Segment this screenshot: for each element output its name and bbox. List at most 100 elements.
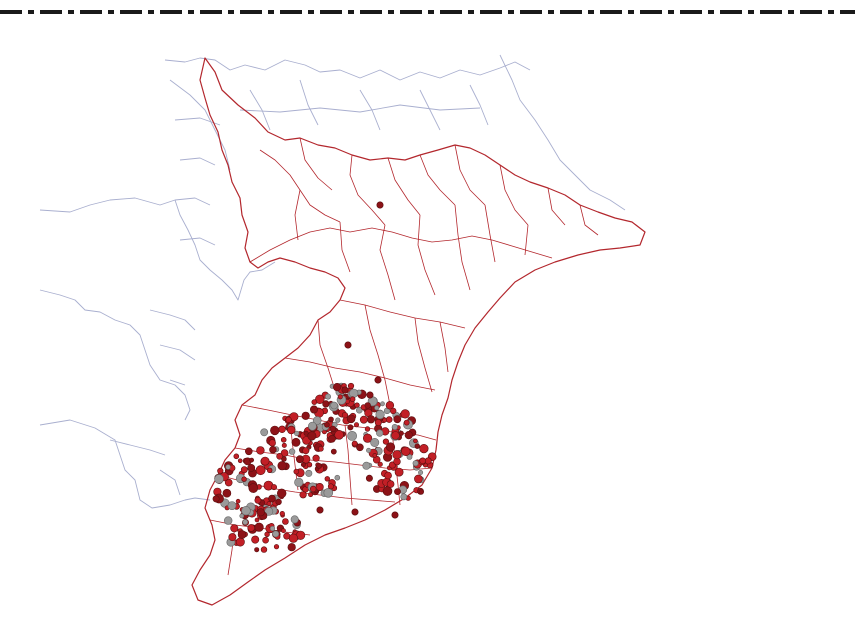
- observation-point: [273, 544, 280, 550]
- observation-point: [316, 506, 324, 514]
- observation-point: [392, 450, 402, 460]
- observation-point: [324, 421, 330, 428]
- observation-point: [403, 419, 410, 426]
- observation-point: [334, 474, 341, 481]
- observation-point: [306, 462, 313, 468]
- observation-point: [224, 478, 233, 487]
- observation-point: [233, 453, 240, 460]
- neighbor-coastline-bay: [39, 289, 191, 421]
- observation-point: [341, 412, 349, 419]
- observation-point: [391, 423, 398, 430]
- neighbor-boundaries: [39, 54, 626, 509]
- observation-point: [287, 543, 296, 552]
- observation-point: [299, 491, 307, 499]
- observation-point: [390, 407, 397, 415]
- observation-point: [294, 477, 304, 488]
- observation-point: [400, 409, 410, 419]
- observation-point: [347, 382, 355, 390]
- observation-point: [370, 437, 380, 447]
- observation-point: [385, 442, 396, 452]
- observation-point: [330, 401, 338, 410]
- observation-point: [240, 466, 248, 474]
- observation-point: [380, 401, 385, 407]
- observation-point: [235, 498, 241, 504]
- observation-point: [235, 537, 245, 547]
- observation-point: [382, 438, 390, 445]
- observation-point: [249, 457, 254, 463]
- observation-point: [272, 530, 280, 538]
- observation-point: [327, 483, 334, 490]
- neighbor-north-inner-2: [174, 104, 481, 246]
- observation-point: [281, 528, 286, 534]
- observation-point: [385, 416, 393, 423]
- observation-point: [262, 536, 269, 544]
- observation-point: [398, 430, 404, 436]
- observation-point: [309, 405, 318, 414]
- observation-point: [228, 533, 237, 542]
- observation-point: [364, 426, 371, 432]
- observation-point: [268, 439, 276, 447]
- observation-point: [312, 416, 322, 425]
- observation-point: [351, 440, 358, 447]
- observation-points: [212, 201, 437, 553]
- neighbor-west-inner: [109, 309, 196, 496]
- observation-point: [302, 447, 310, 455]
- observation-point: [288, 448, 296, 455]
- observation-point: [290, 515, 299, 524]
- observation-point: [351, 508, 359, 516]
- observation-point: [419, 457, 427, 465]
- observation-point: [404, 431, 413, 440]
- observation-point: [385, 401, 395, 410]
- observation-point: [225, 464, 231, 470]
- observation-point: [260, 456, 270, 466]
- observation-point: [328, 434, 336, 443]
- observation-point: [230, 524, 239, 533]
- observation-point: [247, 524, 255, 532]
- observation-point: [414, 443, 420, 449]
- observation-point: [337, 394, 343, 400]
- observation-point: [347, 430, 357, 441]
- neighbor-coastline-south: [39, 419, 211, 509]
- observation-point: [394, 467, 404, 477]
- observation-point: [316, 462, 322, 469]
- observation-point: [414, 474, 423, 484]
- observation-point: [248, 483, 259, 493]
- observation-point: [418, 469, 424, 475]
- observation-point: [365, 474, 373, 482]
- observation-point: [301, 411, 310, 420]
- observation-point: [260, 546, 268, 553]
- observation-point: [256, 446, 265, 455]
- observation-point: [341, 386, 349, 394]
- observation-point: [312, 454, 320, 462]
- observation-point: [366, 391, 374, 399]
- observation-point: [310, 485, 317, 493]
- observation-point: [270, 484, 277, 491]
- observation-point: [307, 431, 317, 441]
- observation-point: [237, 458, 243, 464]
- observation-point: [328, 416, 334, 423]
- prefecture-outline: [191, 57, 646, 606]
- observation-point: [241, 506, 251, 516]
- neighbor-east-coast: [499, 54, 626, 211]
- observation-point: [346, 414, 356, 424]
- observation-point: [394, 488, 401, 495]
- observation-point: [289, 412, 299, 422]
- observation-point: [344, 341, 352, 349]
- observation-point: [412, 460, 419, 467]
- observation-point: [254, 547, 260, 553]
- observation-point: [241, 476, 247, 482]
- observation-point: [335, 417, 341, 423]
- observation-point: [374, 376, 382, 384]
- observation-point: [324, 393, 331, 400]
- observation-point: [305, 469, 313, 477]
- observation-point: [354, 402, 360, 408]
- observation-point: [267, 467, 273, 473]
- observation-point: [255, 465, 266, 476]
- observation-point: [214, 474, 224, 484]
- observation-point: [260, 428, 269, 437]
- observation-point: [282, 518, 289, 525]
- observation-point: [374, 405, 380, 411]
- observation-point: [413, 438, 418, 444]
- observation-point: [254, 522, 264, 532]
